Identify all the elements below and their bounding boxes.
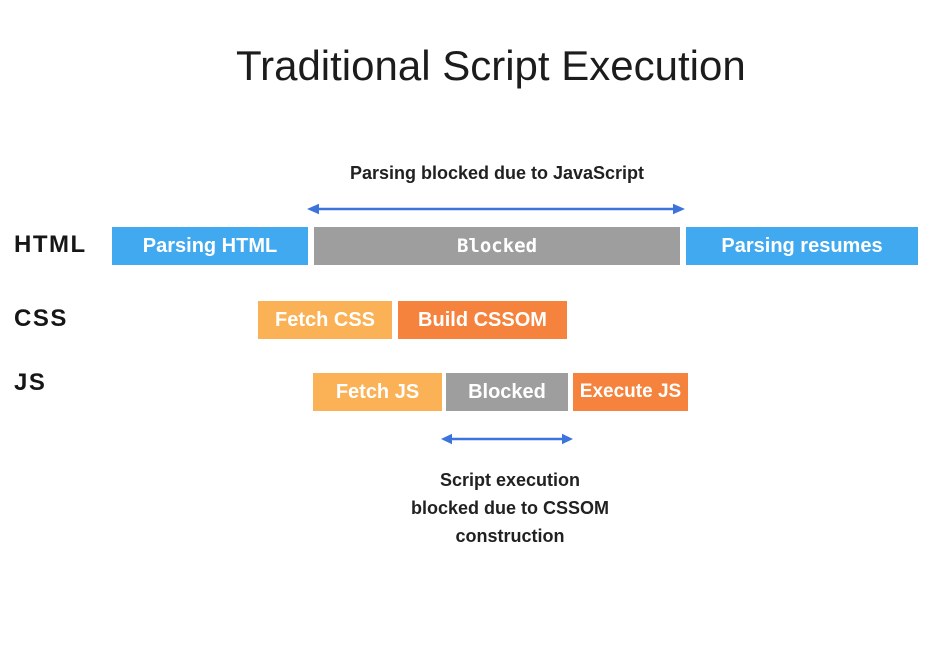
top-annotation: Parsing blocked due to JavaScript bbox=[349, 163, 645, 183]
bar-label: Blocked bbox=[456, 235, 538, 257]
bottom-annotation: Script execution blocked due to CSSOM co… bbox=[411, 466, 609, 550]
bar-html-blocked: Blocked bbox=[314, 227, 680, 265]
bottom-annotation-line: blocked due to CSSOM bbox=[410, 498, 610, 518]
bar-build-cssom: Build CSSOM bbox=[398, 301, 567, 339]
bar-parsing-resumes: Parsing resumes bbox=[686, 227, 918, 265]
bar-label: Execute JS bbox=[579, 381, 682, 402]
row-label-css: CSS bbox=[14, 305, 68, 332]
row-label-js: JS bbox=[14, 369, 47, 396]
row-label-html: HTML bbox=[14, 231, 87, 258]
double-arrow-icon bbox=[441, 433, 573, 445]
bottom-annotation-line: construction bbox=[455, 526, 565, 546]
diagram-title: Traditional Script Execution bbox=[236, 42, 746, 89]
bar-fetch-css: Fetch CSS bbox=[258, 301, 392, 339]
bar-js-blocked: Blocked bbox=[446, 373, 568, 411]
bar-execute-js: Execute JS bbox=[573, 373, 688, 411]
bar-label: Fetch JS bbox=[335, 380, 420, 403]
bar-label: Fetch CSS bbox=[274, 308, 376, 331]
bar-label: Parsing resumes bbox=[721, 234, 883, 257]
bar-label: Parsing HTML bbox=[142, 234, 278, 257]
bar-fetch-js: Fetch JS bbox=[313, 373, 442, 411]
bottom-annotation-line: Script execution bbox=[439, 470, 581, 490]
double-arrow-icon bbox=[307, 203, 685, 215]
bar-parsing-html: Parsing HTML bbox=[112, 227, 308, 265]
bar-label: Build CSSOM bbox=[418, 308, 547, 331]
bar-label: Blocked bbox=[468, 380, 546, 403]
